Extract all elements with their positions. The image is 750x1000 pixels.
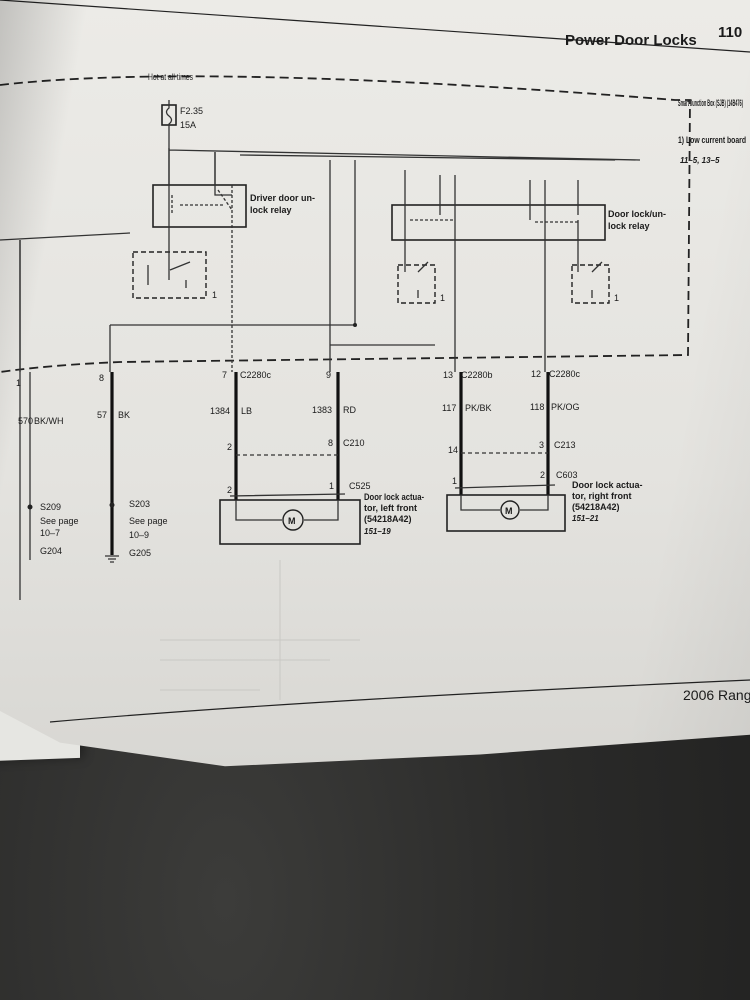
svg-text:BK/WH: BK/WH bbox=[34, 416, 64, 426]
sjb-outline bbox=[0, 75, 691, 373]
svg-text:12: 12 bbox=[531, 369, 541, 379]
svg-text:151–19: 151–19 bbox=[364, 527, 391, 536]
hot-label: Hot at all times bbox=[148, 72, 193, 82]
svg-text:G204: G204 bbox=[40, 546, 62, 556]
svg-text:1: 1 bbox=[452, 476, 457, 486]
svg-text:8: 8 bbox=[99, 373, 104, 383]
svg-text:PK/BK: PK/BK bbox=[465, 403, 492, 413]
svg-text:570: 570 bbox=[18, 416, 33, 426]
svg-text:1383: 1383 bbox=[312, 405, 332, 415]
svg-text:C2280c: C2280c bbox=[240, 370, 272, 380]
svg-text:C2280b: C2280b bbox=[461, 370, 493, 380]
svg-text:C213: C213 bbox=[554, 440, 576, 450]
svg-text:M: M bbox=[288, 516, 296, 526]
sjb-label: Smart Junction Box (SJB) (14B476) 1) Low… bbox=[678, 98, 746, 165]
svg-text:1) Low current board: 1) Low current board bbox=[678, 135, 746, 145]
driver-relay-box bbox=[152, 184, 247, 228]
svg-text:2: 2 bbox=[540, 470, 545, 480]
svg-text:C603: C603 bbox=[556, 470, 578, 480]
svg-text:14: 14 bbox=[448, 445, 458, 455]
svg-text:tor, right front: tor, right front bbox=[572, 491, 632, 501]
actuator-left-box bbox=[219, 499, 361, 545]
svg-text:1: 1 bbox=[212, 290, 217, 300]
s209-label: S209 bbox=[40, 502, 61, 512]
svg-text:117: 117 bbox=[442, 403, 456, 413]
page-number: 110 bbox=[718, 24, 742, 41]
svg-text:11–5, 13–5: 11–5, 13–5 bbox=[680, 156, 720, 165]
door-relay-label: Door lock/un-lock relay bbox=[608, 209, 666, 231]
svg-text:7: 7 bbox=[222, 370, 227, 380]
page-title: Power Door Locks bbox=[565, 32, 697, 49]
svg-text:151–21: 151–21 bbox=[572, 514, 599, 523]
svg-text:2: 2 bbox=[227, 485, 232, 495]
svg-text:8: 8 bbox=[328, 438, 333, 448]
svg-text:2: 2 bbox=[227, 442, 232, 452]
svg-text:118: 118 bbox=[530, 402, 544, 412]
svg-text:(54218A42): (54218A42) bbox=[364, 514, 412, 524]
svg-text:LB: LB bbox=[241, 406, 252, 416]
door-relay-box bbox=[391, 204, 606, 241]
footer-text: 2006 Rang bbox=[683, 687, 750, 703]
svg-text:1: 1 bbox=[16, 378, 21, 388]
svg-text:13: 13 bbox=[443, 370, 453, 380]
svg-text:C525: C525 bbox=[349, 481, 371, 491]
switch-box-right bbox=[571, 264, 610, 304]
svg-text:BK: BK bbox=[118, 410, 130, 420]
svg-text:10–7: 10–7 bbox=[40, 528, 60, 538]
fuse-icon bbox=[161, 100, 177, 148]
svg-text:tor, left front: tor, left front bbox=[364, 503, 417, 513]
svg-text:G205: G205 bbox=[129, 548, 151, 558]
svg-text:1: 1 bbox=[440, 293, 445, 303]
manual-page: Power Door Locks 110 Smart Junction Box … bbox=[0, 0, 750, 767]
actuator-left-name: Door lock actua- bbox=[364, 492, 424, 502]
svg-text:See page: See page bbox=[129, 516, 168, 526]
motor-right-icon: M bbox=[500, 500, 520, 520]
actuator-right-name: Door lock actua- bbox=[572, 480, 643, 490]
s203-label: S203 bbox=[129, 499, 150, 509]
svg-text:1: 1 bbox=[614, 293, 619, 303]
svg-text:1384: 1384 bbox=[210, 406, 230, 416]
fuse-name: F2.35 bbox=[180, 106, 203, 116]
svg-text:57: 57 bbox=[97, 410, 107, 420]
ground-icon bbox=[105, 555, 119, 563]
svg-text:See page: See page bbox=[40, 516, 79, 526]
svg-text:1: 1 bbox=[329, 481, 334, 491]
svg-text:(54218A42): (54218A42) bbox=[572, 502, 620, 512]
svg-text:9: 9 bbox=[326, 370, 331, 380]
switch-box-left bbox=[397, 264, 436, 304]
motor-left-icon: M bbox=[282, 509, 304, 531]
svg-text:C210: C210 bbox=[343, 438, 365, 448]
driver-relay-label: Driver door un-lock relay bbox=[250, 193, 315, 215]
svg-text:PK/OG: PK/OG bbox=[551, 402, 580, 412]
svg-text:RD: RD bbox=[343, 405, 356, 415]
svg-text:3: 3 bbox=[539, 440, 544, 450]
svg-text:C2280c: C2280c bbox=[549, 369, 581, 379]
svg-text:10–9: 10–9 bbox=[129, 530, 149, 540]
fuse-rating: 15A bbox=[180, 120, 196, 130]
svg-text:M: M bbox=[505, 506, 513, 516]
actuator-right-box bbox=[446, 494, 566, 532]
wiring-diagram: Power Door Locks 110 Smart Junction Box … bbox=[0, 0, 750, 723]
svg-text:Smart Junction Box (SJB) (14B4: Smart Junction Box (SJB) (14B476) bbox=[678, 98, 743, 108]
